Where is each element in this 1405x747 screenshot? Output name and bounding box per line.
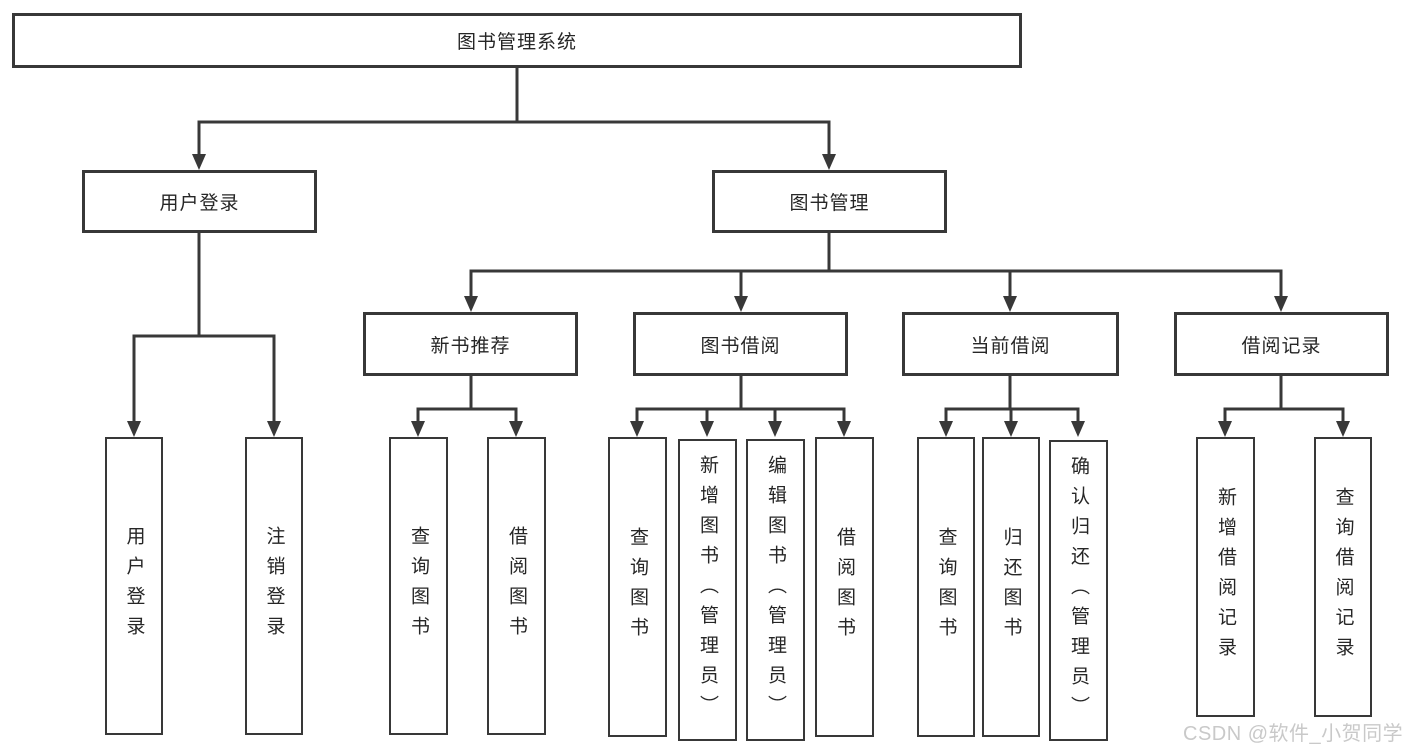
node-library-system: 图书管理系统	[12, 13, 1022, 68]
leaf-confirm-return-admin: 确认归还（管理员）	[1049, 440, 1108, 741]
leaf-query-books-borrowing-label: 查询图书	[627, 527, 648, 647]
node-borrowing-records-label: 借阅记录	[1241, 335, 1322, 357]
leaf-query-borrow-record-label: 查询借阅记录	[1332, 487, 1354, 667]
leaf-query-books-current: 查询图书	[917, 437, 975, 737]
node-book-borrowing-label: 图书借阅	[700, 335, 781, 357]
node-new-book-recommend-label: 新书推荐	[430, 335, 511, 357]
node-user-login: 用户登录	[82, 170, 317, 233]
node-book-management: 图书管理	[712, 170, 947, 233]
leaf-confirm-return-admin-label: 确认归还（管理员）	[1068, 455, 1089, 726]
leaf-borrow-books-label: 借阅图书	[834, 527, 855, 647]
leaf-add-borrow-record-label: 新增借阅记录	[1215, 487, 1236, 667]
leaf-logout: 注销登录	[245, 437, 303, 735]
leaf-borrow-books-recommend: 借阅图书	[487, 437, 546, 735]
leaf-add-book-admin: 新增图书（管理员）	[678, 439, 737, 741]
leaf-query-borrow-record: 查询借阅记录	[1314, 437, 1372, 717]
node-current-borrowing: 当前借阅	[902, 312, 1119, 376]
leaf-query-books-current-label: 查询图书	[935, 527, 957, 647]
leaf-add-borrow-record: 新增借阅记录	[1196, 437, 1255, 717]
leaf-edit-book-admin-label: 编辑图书（管理员）	[765, 455, 786, 725]
node-book-management-label: 图书管理	[789, 193, 870, 214]
leaf-query-books-borrowing: 查询图书	[608, 437, 667, 737]
node-new-book-recommend: 新书推荐	[363, 312, 578, 376]
csdn-watermark: CSDN @软件_小贺同学	[1183, 723, 1404, 745]
leaf-user-login-label: 用户登录	[123, 526, 145, 646]
leaf-query-books-recommend-label: 查询图书	[408, 526, 429, 646]
node-book-borrowing: 图书借阅	[633, 312, 848, 376]
leaf-borrow-books: 借阅图书	[815, 437, 874, 737]
leaf-edit-book-admin: 编辑图书（管理员）	[746, 439, 805, 741]
leaf-logout-label: 注销登录	[263, 526, 285, 646]
leaf-add-book-admin-label: 新增图书（管理员）	[697, 455, 718, 725]
node-user-login-label: 用户登录	[159, 193, 240, 214]
leaf-query-books-recommend: 查询图书	[389, 437, 448, 735]
leaf-user-login: 用户登录	[105, 437, 163, 735]
leaf-borrow-books-recommend-label: 借阅图书	[506, 526, 527, 646]
leaf-return-book-label: 归还图书	[1000, 527, 1022, 647]
leaf-return-book: 归还图书	[982, 437, 1040, 737]
node-current-borrowing-label: 当前借阅	[970, 335, 1051, 357]
node-library-system-label: 图书管理系统	[456, 32, 577, 53]
node-borrowing-records: 借阅记录	[1174, 312, 1389, 376]
